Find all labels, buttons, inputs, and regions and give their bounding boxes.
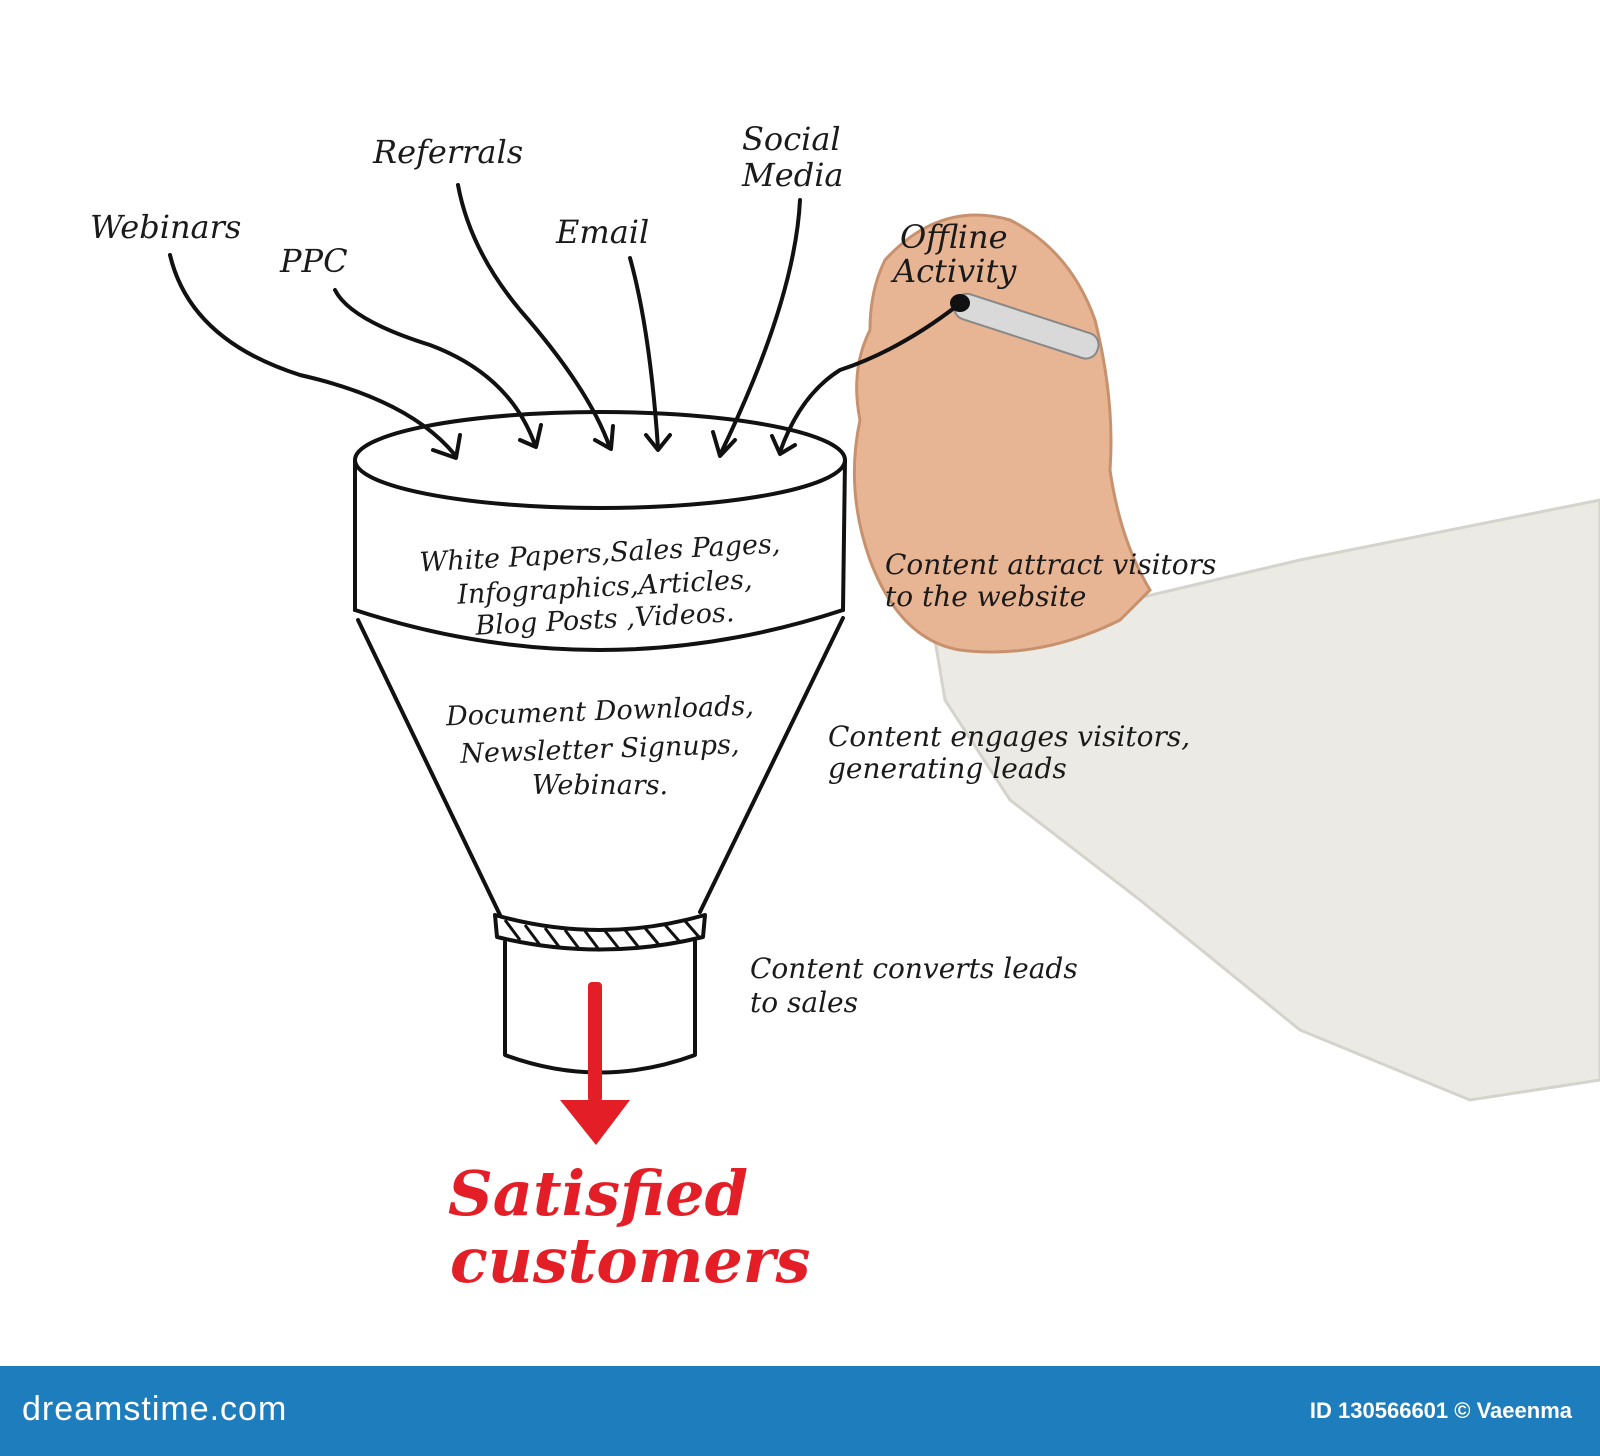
annotations: Content attract visitors to the website … — [750, 548, 1216, 1019]
funnel-middle-line-1: Document Downloads, — [444, 691, 754, 733]
output-arrow-shaft — [588, 982, 602, 1102]
source-referrals: Referrals — [372, 133, 523, 171]
arrow-webinars — [168, 253, 457, 457]
source-arrows — [168, 183, 960, 460]
source-offline-line-1: Offline — [900, 218, 1008, 256]
result-text: Satisfied customers — [448, 1157, 810, 1297]
arrowhead-social — [711, 430, 737, 458]
output-arrow-head — [560, 1100, 630, 1145]
arrow-ppc — [333, 288, 537, 447]
arrow-offline — [778, 303, 960, 454]
result-line-1: Satisfied — [448, 1157, 748, 1230]
funnel-neck-ring — [493, 913, 707, 952]
annotation-convert-line-2: to sales — [750, 986, 858, 1019]
arrowhead-webinars — [431, 433, 462, 460]
arrowhead-email — [644, 433, 672, 452]
arrowhead-offline — [770, 434, 797, 456]
funnel-top-sides — [353, 458, 847, 612]
annotation-convert-line-1: Content converts leads — [750, 952, 1078, 985]
presenter-hand-illustration — [852, 213, 1600, 1102]
shirt-sleeve — [933, 498, 1600, 1102]
output-arrow — [560, 982, 630, 1145]
funnel-band — [353, 608, 845, 652]
funnel-shape — [353, 410, 847, 1075]
footer-brand-logo: dreamstime.com — [22, 1390, 288, 1428]
source-email: Email — [555, 213, 649, 251]
funnel-middle-text: Document Downloads, Newsletter Signups, … — [444, 691, 754, 801]
annotation-engage-line-2: generating leads — [828, 752, 1067, 785]
annotation-engage-line-1: Content engages visitors, — [828, 720, 1190, 753]
funnel-top-text: White Papers,Sales Pages, Infographics,A… — [419, 529, 781, 642]
source-webinars: Webinars — [90, 208, 241, 246]
source-labels: Webinars PPC Referrals Email Social Medi… — [90, 120, 1017, 290]
arrowhead-ppc — [518, 423, 543, 449]
annotation-attract-line-1: Content attract visitors — [885, 548, 1216, 581]
stock-footer-bar: dreamstime.com ID 130566601 © Vaeenma — [0, 1366, 1600, 1456]
source-social-line-2: Media — [741, 156, 844, 194]
source-social-line-1: Social — [742, 120, 841, 158]
source-ppc: PPC — [279, 242, 348, 280]
arrow-social — [718, 198, 802, 457]
funnel-middle-line-3: Webinars. — [532, 770, 668, 801]
funnel-cone — [356, 616, 845, 917]
source-offline-line-2: Activity — [890, 252, 1017, 290]
result-line-2: customers — [450, 1224, 810, 1297]
footer-image-credit: ID 130566601 © Vaeenma — [1309, 1398, 1572, 1423]
funnel-neck-hatch — [503, 919, 701, 952]
arrow-email — [628, 256, 660, 450]
annotation-attract-line-2: to the website — [885, 580, 1086, 613]
funnel-middle-line-2: Newsletter Signups, — [459, 729, 740, 770]
arrowhead-referrals — [593, 424, 615, 451]
